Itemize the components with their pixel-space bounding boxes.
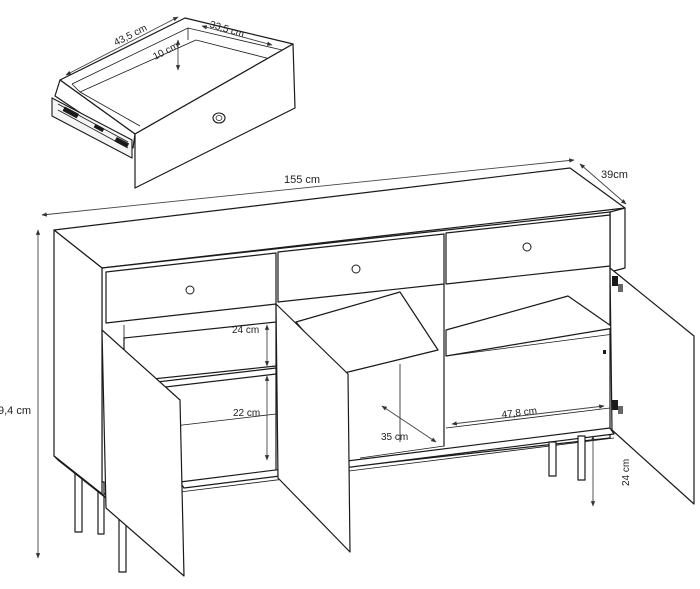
shelf-lower-spacing-label: 22 cm [233,408,260,419]
door-left [53,229,103,495]
door-center-open [275,303,351,553]
door-right-open [609,267,695,505]
drawer-knob-icon [212,112,226,124]
inner-width-label: 47,8 cm [501,406,538,421]
drawer-knob-center-icon [351,264,361,274]
leg-height-label: 24 cm [621,459,632,486]
drawer-detail: 43,5 cm 33,5 cm 10 cm [51,16,296,189]
cabinet-depth-label: 39cm [601,169,628,181]
inner-depth-label: 35 cm [381,432,408,443]
hinge-icons [603,276,623,414]
drawer-knob-left-icon [185,285,195,295]
sideboard: 155 cm 39cm 9,4 cm 24 cm 22 cm 35 cm 47,… [0,158,695,577]
shelf-upper-spacing-label: 24 cm [232,325,259,336]
cabinet-height-label: 9,4 cm [0,405,31,417]
door-left-open [101,329,185,577]
legs [74,435,586,573]
cabinet-width-label: 155 cm [284,174,320,186]
drawer-knob-right-icon [522,242,532,252]
drawer-slide-rail [51,97,133,159]
